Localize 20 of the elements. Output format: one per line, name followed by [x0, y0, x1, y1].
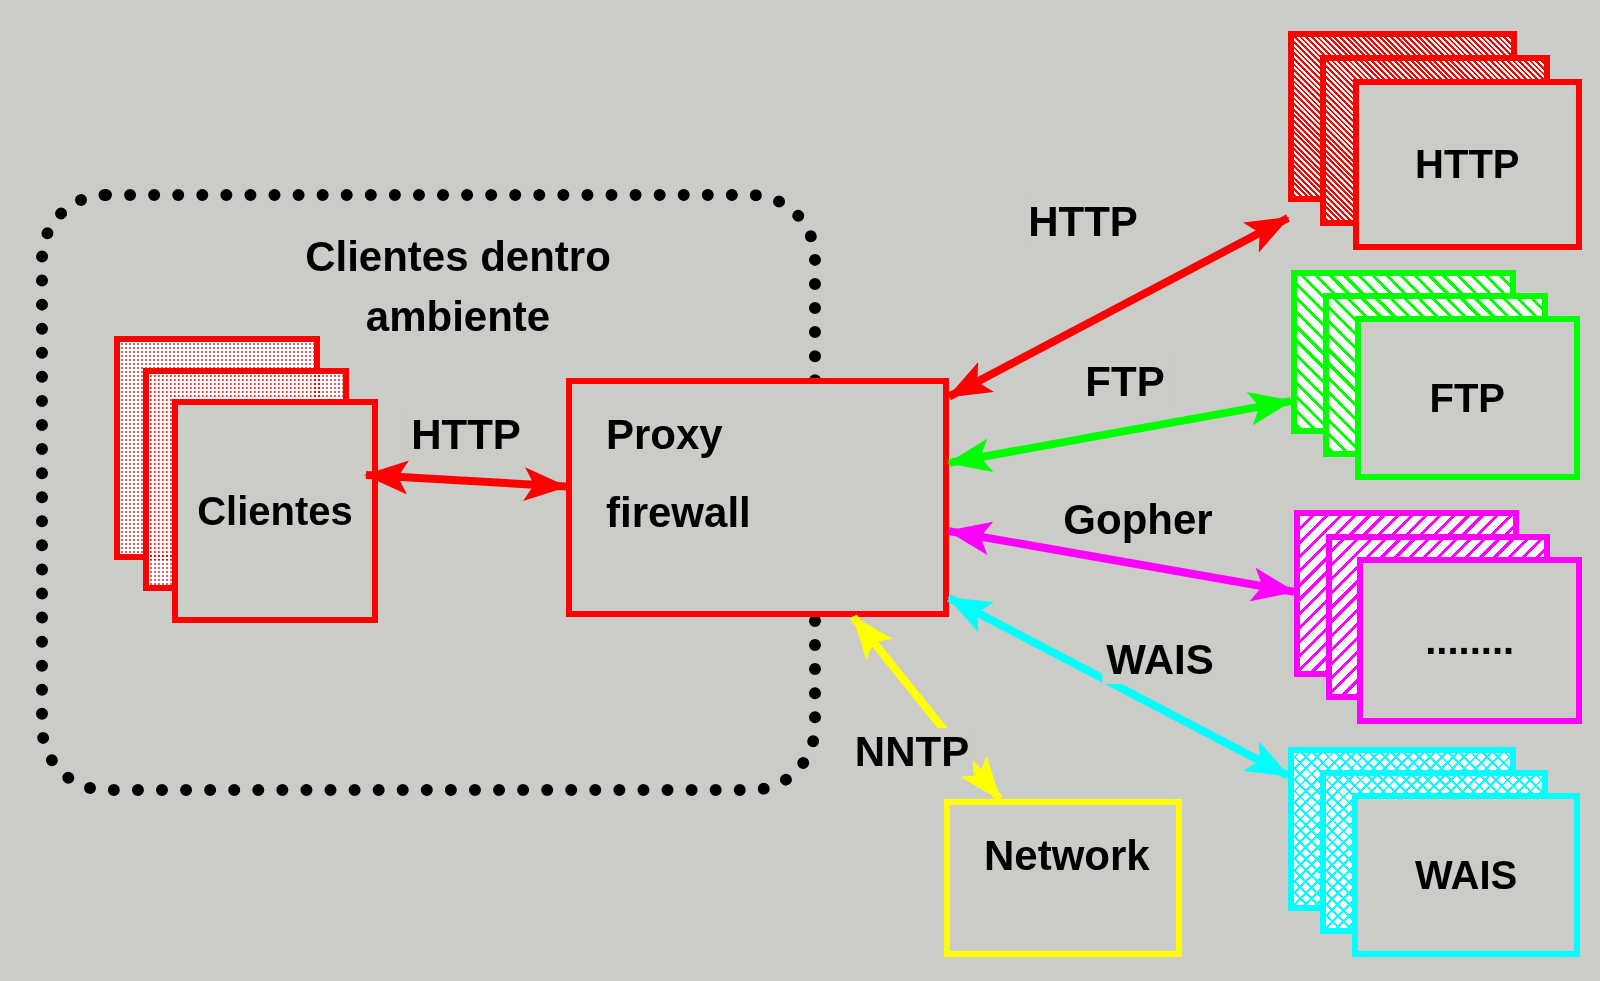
double-arrow	[947, 391, 1293, 473]
stacked-server-box	[114, 336, 378, 623]
process-box	[944, 799, 1182, 957]
double-arrow	[364, 460, 568, 502]
box-label: Proxy firewall	[606, 410, 752, 538]
stacked-server-box	[1288, 747, 1580, 957]
box-label: HTTP	[1415, 142, 1520, 188]
box-label: ........	[1425, 618, 1515, 664]
group-title: Clientes dentro ambiente	[304, 232, 612, 342]
box-label: Clientes	[197, 488, 353, 534]
stacked-server-box	[1291, 270, 1580, 480]
double-arrow	[947, 214, 1290, 401]
double-arrow	[947, 594, 1290, 780]
stacked-server-box	[1294, 510, 1582, 724]
box-label: Network	[984, 831, 1151, 881]
double-arrow	[947, 521, 1296, 602]
box-label: WAIS	[1415, 852, 1518, 898]
box-label: FTP	[1429, 375, 1506, 421]
stacked-server-box	[1288, 31, 1582, 250]
process-box	[566, 378, 949, 617]
